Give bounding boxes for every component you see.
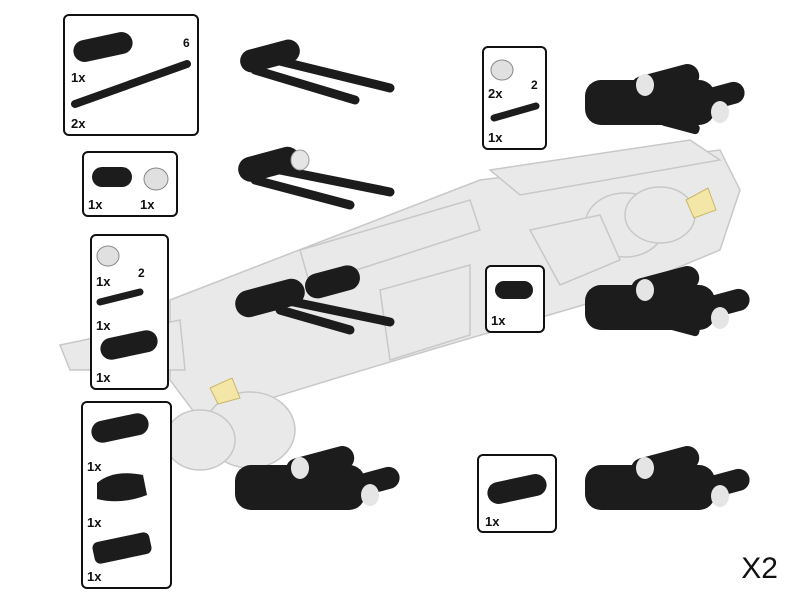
liftarm-part bbox=[92, 167, 132, 187]
parts-callout-6: 1x bbox=[485, 265, 545, 333]
connector-cluster-bottom-center bbox=[235, 446, 400, 510]
liftarm-part bbox=[100, 330, 158, 360]
liftarm-part bbox=[73, 32, 133, 62]
liftarm-qty: 1x bbox=[96, 370, 111, 385]
liftarm-part bbox=[495, 281, 533, 299]
bush-part bbox=[96, 245, 120, 267]
connector-part bbox=[97, 473, 147, 502]
axle-qty: 1x bbox=[96, 318, 111, 333]
parts-callout-4: 1x 1x 1x bbox=[81, 401, 172, 589]
axle-part bbox=[71, 60, 191, 108]
axle-qty: 1x bbox=[488, 130, 503, 145]
pin-connector-part bbox=[92, 532, 152, 564]
connector-cluster-bottom-right bbox=[585, 446, 750, 510]
axle-part bbox=[490, 102, 540, 122]
pin-connector-qty: 1x bbox=[87, 569, 102, 584]
ghost-chassis bbox=[58, 139, 741, 471]
parts-callout-1: 1x 6 2x bbox=[63, 14, 199, 136]
bush-qty: 2x bbox=[488, 86, 503, 101]
liftarm-qty: 1x bbox=[88, 197, 103, 212]
liftarm-qty: 1x bbox=[491, 313, 506, 328]
parts-callout-3-art bbox=[96, 245, 158, 360]
bush-qty: 1x bbox=[140, 197, 155, 212]
axle-assembly-lower bbox=[235, 265, 395, 335]
parts-callout-3: 1x 2 1x 1x bbox=[90, 234, 169, 390]
parts-callout-6-art bbox=[495, 281, 533, 299]
axle-length: 6 bbox=[183, 36, 190, 50]
parts-callout-5: 2x 2 1x bbox=[482, 46, 547, 150]
liftarm-qty: 1x bbox=[485, 514, 500, 529]
axle-part bbox=[96, 288, 144, 306]
liftarm-qty: 1x bbox=[87, 459, 102, 474]
build-multiplier: X2 bbox=[741, 552, 778, 585]
axle-length: 2 bbox=[531, 78, 538, 92]
parts-callout-7: 1x bbox=[477, 454, 557, 533]
liftarm-part bbox=[91, 413, 149, 443]
bush-part bbox=[143, 167, 169, 191]
connector-cluster-top-right bbox=[585, 64, 745, 135]
parts-callout-4-art bbox=[91, 413, 152, 564]
tan-wedge-left bbox=[209, 377, 241, 405]
axle-assembly-middle bbox=[238, 146, 395, 210]
parts-callout-2: 1x 1x bbox=[82, 151, 178, 217]
axle-assembly-top bbox=[240, 39, 395, 105]
bush-part bbox=[490, 59, 514, 81]
parts-callout-2-art bbox=[92, 167, 169, 191]
parts-callout-5-art bbox=[490, 59, 540, 122]
liftarm-qty: 1x bbox=[71, 70, 86, 85]
bush-qty: 1x bbox=[96, 274, 111, 289]
connector-cluster-mid-right bbox=[585, 266, 750, 337]
parts-callout-1-art bbox=[71, 32, 191, 108]
axle-length: 2 bbox=[138, 266, 145, 280]
tan-wedge-right bbox=[685, 187, 717, 219]
axle-qty: 2x bbox=[71, 116, 86, 131]
parts-callout-7-art bbox=[487, 474, 547, 504]
liftarm-part bbox=[487, 474, 547, 504]
connector-qty: 1x bbox=[87, 515, 102, 530]
